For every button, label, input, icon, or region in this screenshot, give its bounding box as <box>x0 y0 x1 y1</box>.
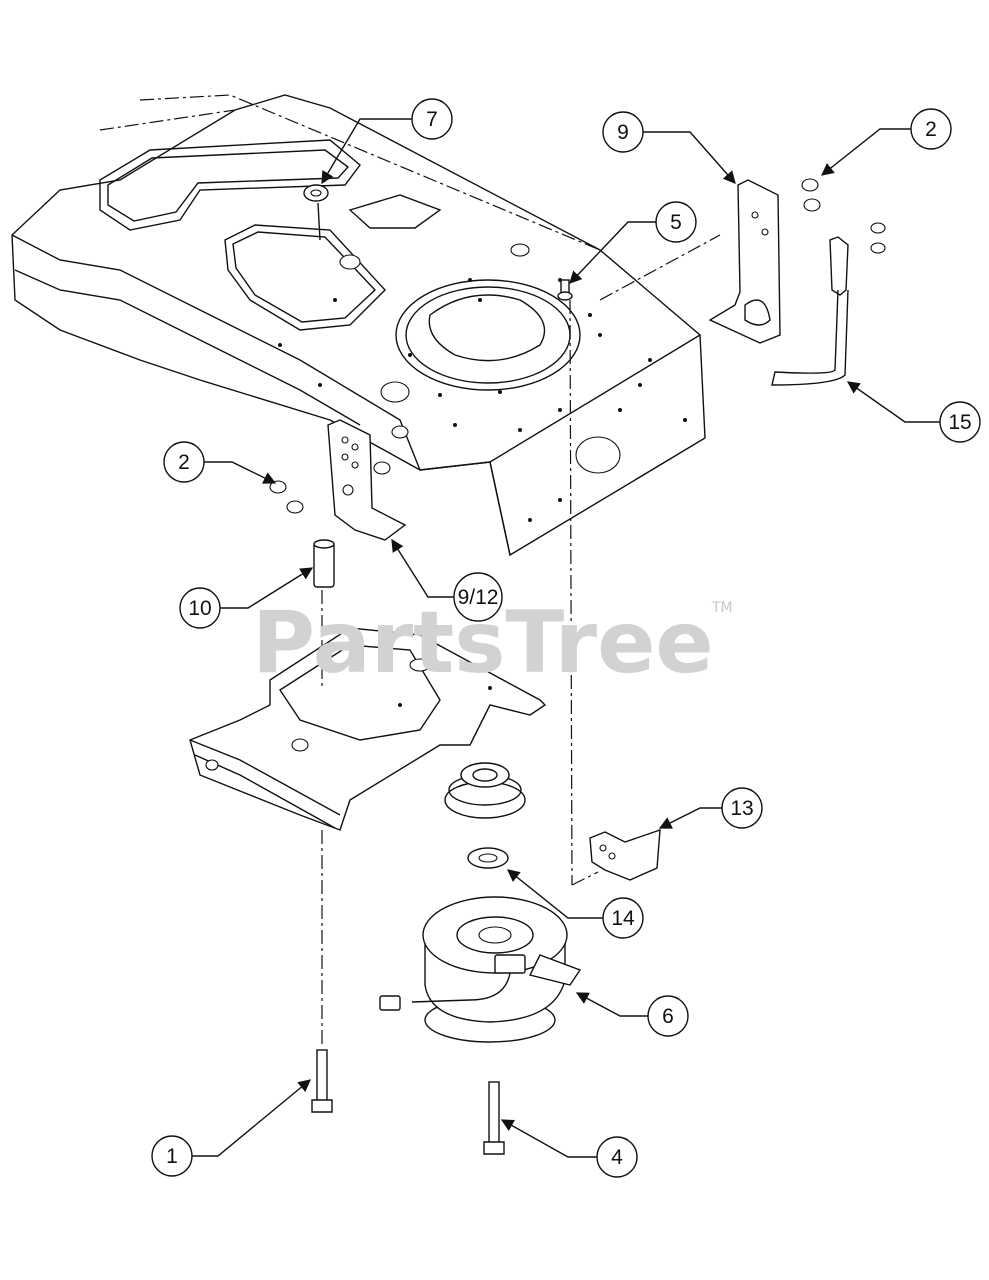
watermark-tm: TM <box>711 600 733 616</box>
callout-label: 5 <box>670 211 682 234</box>
center-lines <box>321 234 721 1045</box>
callout-bubble <box>596 1136 638 1178</box>
callout-label: 14 <box>611 907 635 930</box>
callout-label: 4 <box>611 1146 623 1169</box>
bolt-1 <box>311 1049 333 1113</box>
callout-bubble <box>910 108 952 150</box>
spacer-10 <box>313 539 335 588</box>
callout-label: 10 <box>188 597 211 620</box>
callout-bubble <box>453 572 503 622</box>
callout-label: 9 <box>617 121 629 144</box>
pulley <box>444 762 526 819</box>
bolt-4 <box>483 1081 505 1155</box>
callout-label: 2 <box>925 118 937 141</box>
callout-label: 7 <box>426 108 438 131</box>
callout-bubble <box>602 111 644 153</box>
callout-bubble <box>411 98 453 140</box>
callout-bubble <box>647 995 689 1037</box>
callout-bubble <box>939 401 981 443</box>
callout-label: 13 <box>730 797 753 820</box>
nut-7 <box>303 184 329 241</box>
callout-bubble <box>655 201 697 243</box>
callout-bubble <box>602 897 644 939</box>
stud-5 <box>557 279 573 301</box>
clutch-6 <box>379 896 582 1043</box>
callout-bubble <box>151 1135 193 1177</box>
callout-bubble <box>721 787 763 829</box>
bracket-9-12 <box>269 419 409 541</box>
callout-label: 2 <box>178 451 190 474</box>
rod-15 <box>771 222 886 386</box>
washer-14 <box>467 847 509 869</box>
callout-label: 9/12 <box>458 586 499 609</box>
upper-frame <box>11 94 706 557</box>
bracket-9 <box>708 178 821 344</box>
callout-label: 15 <box>948 411 971 434</box>
lower-frame <box>189 627 547 831</box>
bracket-13 <box>589 828 661 881</box>
callout-label: 6 <box>662 1005 674 1028</box>
callout-bubble <box>179 587 221 629</box>
callout-bubble <box>163 441 205 483</box>
callout-label: 1 <box>166 1145 178 1168</box>
